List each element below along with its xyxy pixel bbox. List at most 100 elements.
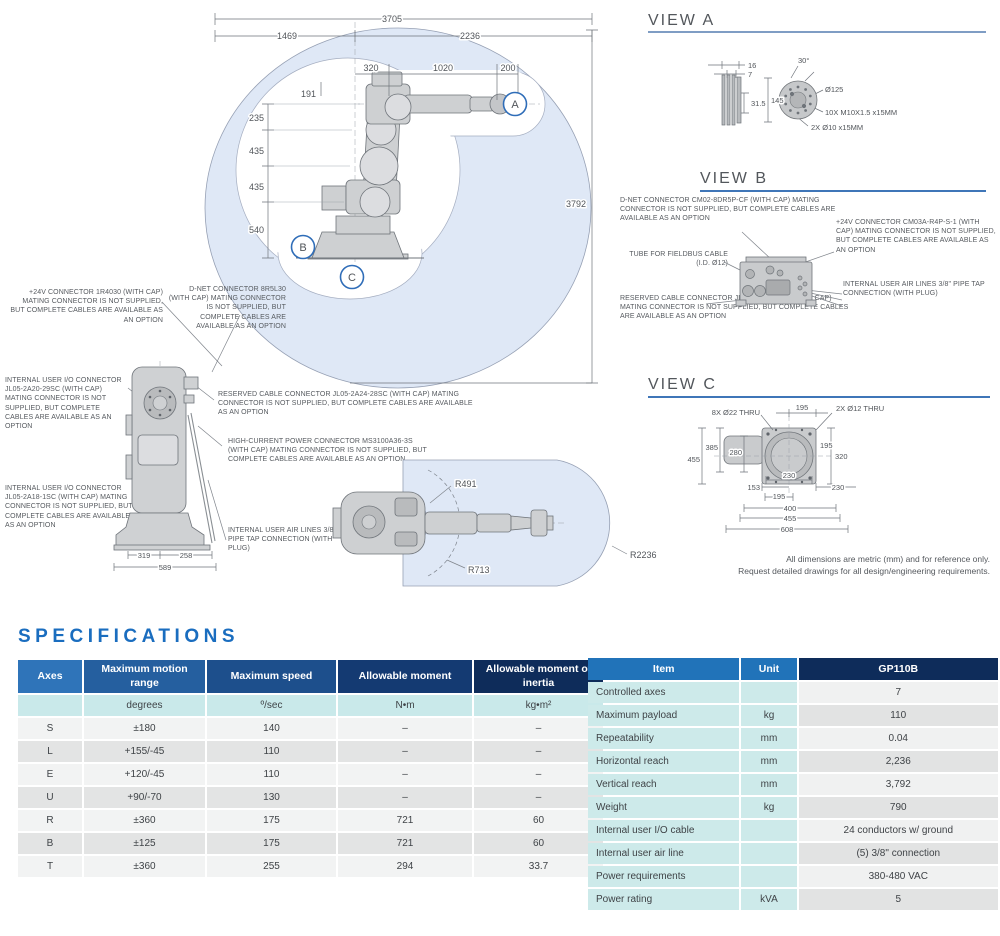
item-row: Internal user air line (5) 3/8" connecti… [588,843,998,864]
tv-r491: R491 [455,479,477,489]
cell-item: Weight [588,797,740,818]
cell-item: Horizontal reach [588,751,740,772]
cell-speed: 130 [207,787,336,808]
main-dimension-drawing: 3705 1469 2236 320 1020 200 191 235 435 … [204,13,598,389]
cell-axis: R [18,810,82,831]
view-c-drawing: 8X Ø22 THRU 195 2X Ø12 THRU 385 280 455 … [686,402,886,536]
vc-385: 385 [705,443,718,452]
vc-2x12: 2X Ø12 THRU [836,404,884,413]
cell-item: Controlled axes [588,682,740,703]
cell-axis: L [18,741,82,762]
cell-value: 24 conductors w/ ground [798,820,998,841]
dim-3792: 3792 [566,199,586,209]
annot-dnet-8r5l30: D-NET CONNECTOR 8R5L30 (WITH CAP) MATING… [168,286,286,330]
view-c-underline [648,396,990,398]
vc-r230: 230 [832,483,845,492]
item-row: Weight kg 790 [588,797,998,818]
view-b-dnet-note: D-NET CONNECTOR CM02-8DR5P-CF (WITH CAP)… [620,197,836,223]
va-16: 16 [748,61,756,70]
tv-r2236: R2236 [630,550,657,560]
cell-inertia: – [474,741,603,762]
view-b-title: VIEW B [700,170,769,187]
view-b-reserved-note: RESERVED CABLE CONNECTOR JL05-2A24-28PC … [620,295,849,321]
robot-side-silhouette [307,71,515,260]
note-line-2: Request detailed drawings for all design… [738,566,990,577]
item-row: Vertical reach mm 3,792 [588,774,998,795]
cell-unit [741,866,797,887]
cell-range: ±180 [84,718,205,739]
vc-153: 153 [747,483,760,492]
rear-view-drawing: 319 258 589 [113,361,217,574]
unit-cell: degrees [84,695,205,716]
item-row: Internal user I/O cable 24 conductors w/… [588,820,998,841]
unit-cell: kg•m² [474,695,603,716]
note-line-1: All dimensions are metric (mm) and for r… [786,554,990,564]
va-7: 7 [748,70,752,79]
va-30deg: 30° [798,56,809,65]
cell-moment: 294 [338,856,472,877]
view-c-title: VIEW C [648,376,717,393]
cell-unit [741,820,797,841]
cell-speed: 175 [207,810,336,831]
cell-item: Power rating [588,889,740,910]
cell-speed: 175 [207,833,336,854]
axis-row-e: E +120/-45 110 – – [18,764,603,785]
unit-cell [18,695,82,716]
dim-1469: 1469 [277,31,297,41]
vc-b455: 455 [784,514,797,523]
cell-item: Maximum payload [588,705,740,726]
rv-589: 589 [159,563,172,572]
svg-text:C: C [348,272,356,284]
cell-range: ±360 [84,810,205,831]
axis-row-r: R ±360 175 721 60 [18,810,603,831]
cell-unit [741,682,797,703]
cell-speed: 110 [207,741,336,762]
col-header-inertia: Allowable moment of inertia [474,660,603,693]
view-marker-a: A [502,91,528,117]
cell-speed: 110 [207,764,336,785]
cell-range: +90/-70 [84,787,205,808]
view-b-underline [700,190,986,192]
vc-400: 400 [784,504,797,513]
svg-text:A: A [511,99,519,111]
cell-range: +155/-45 [84,741,205,762]
cell-axis: E [18,764,82,785]
flange-face [778,80,818,120]
view-a-drawing: 16 7 31.5 145 30° Ø125 10X M10X1.5 x15MM… [708,55,899,134]
axis-row-t: T ±360 255 294 33.7 [18,856,603,877]
item-spec-table: Item Unit GP110B Controlled axes 7 Maxim… [586,656,1000,912]
cell-item: Power requirements [588,866,740,887]
item-header-row: Item Unit GP110B [588,658,998,680]
cell-unit: kg [741,705,797,726]
cell-value: 380-480 VAC [798,866,998,887]
view-marker-b: B [290,234,316,260]
svg-text:B: B [299,242,306,254]
axes-units-row: degrees º/sec N•m kg•m² [18,695,603,716]
cell-moment: 721 [338,833,472,854]
axis-row-b: B ±125 175 721 60 [18,833,603,854]
dim-191: 191 [301,89,316,99]
view-b-24v-note: +24V CONNECTOR CM03A-R4P-S-1 (WITH CAP) … [836,219,996,254]
va-d125: Ø125 [825,85,843,94]
cell-unit: kg [741,797,797,818]
annot-io-29sc: INTERNAL USER I/O CONNECTOR JL05-2A20-29… [5,377,122,431]
cell-unit [741,843,797,864]
cell-value: 3,792 [798,774,998,795]
col-header-model: GP110B [798,658,998,680]
cell-item: Internal user I/O cable [588,820,740,841]
axis-row-s: S ±180 140 – – [18,718,603,739]
cell-unit: kVA [741,889,797,910]
dim-435b: 435 [249,182,264,192]
cell-item: Repeatability [588,728,740,749]
cell-unit: mm [741,751,797,772]
view-b-air-note: INTERNAL USER AIR LINES 3/8" PIPE TAP CO… [843,281,985,298]
cell-axis: S [18,718,82,739]
item-row: Power requirements 380-480 VAC [588,866,998,887]
annot-reserved-28sc: RESERVED CABLE CONNECTOR JL05-2A24-28SC … [218,391,473,417]
cell-moment: – [338,764,472,785]
cell-value: 790 [798,797,998,818]
axis-row-l: L +155/-45 110 – – [18,741,603,762]
cell-range: ±360 [84,856,205,877]
dim-435a: 435 [249,146,264,156]
